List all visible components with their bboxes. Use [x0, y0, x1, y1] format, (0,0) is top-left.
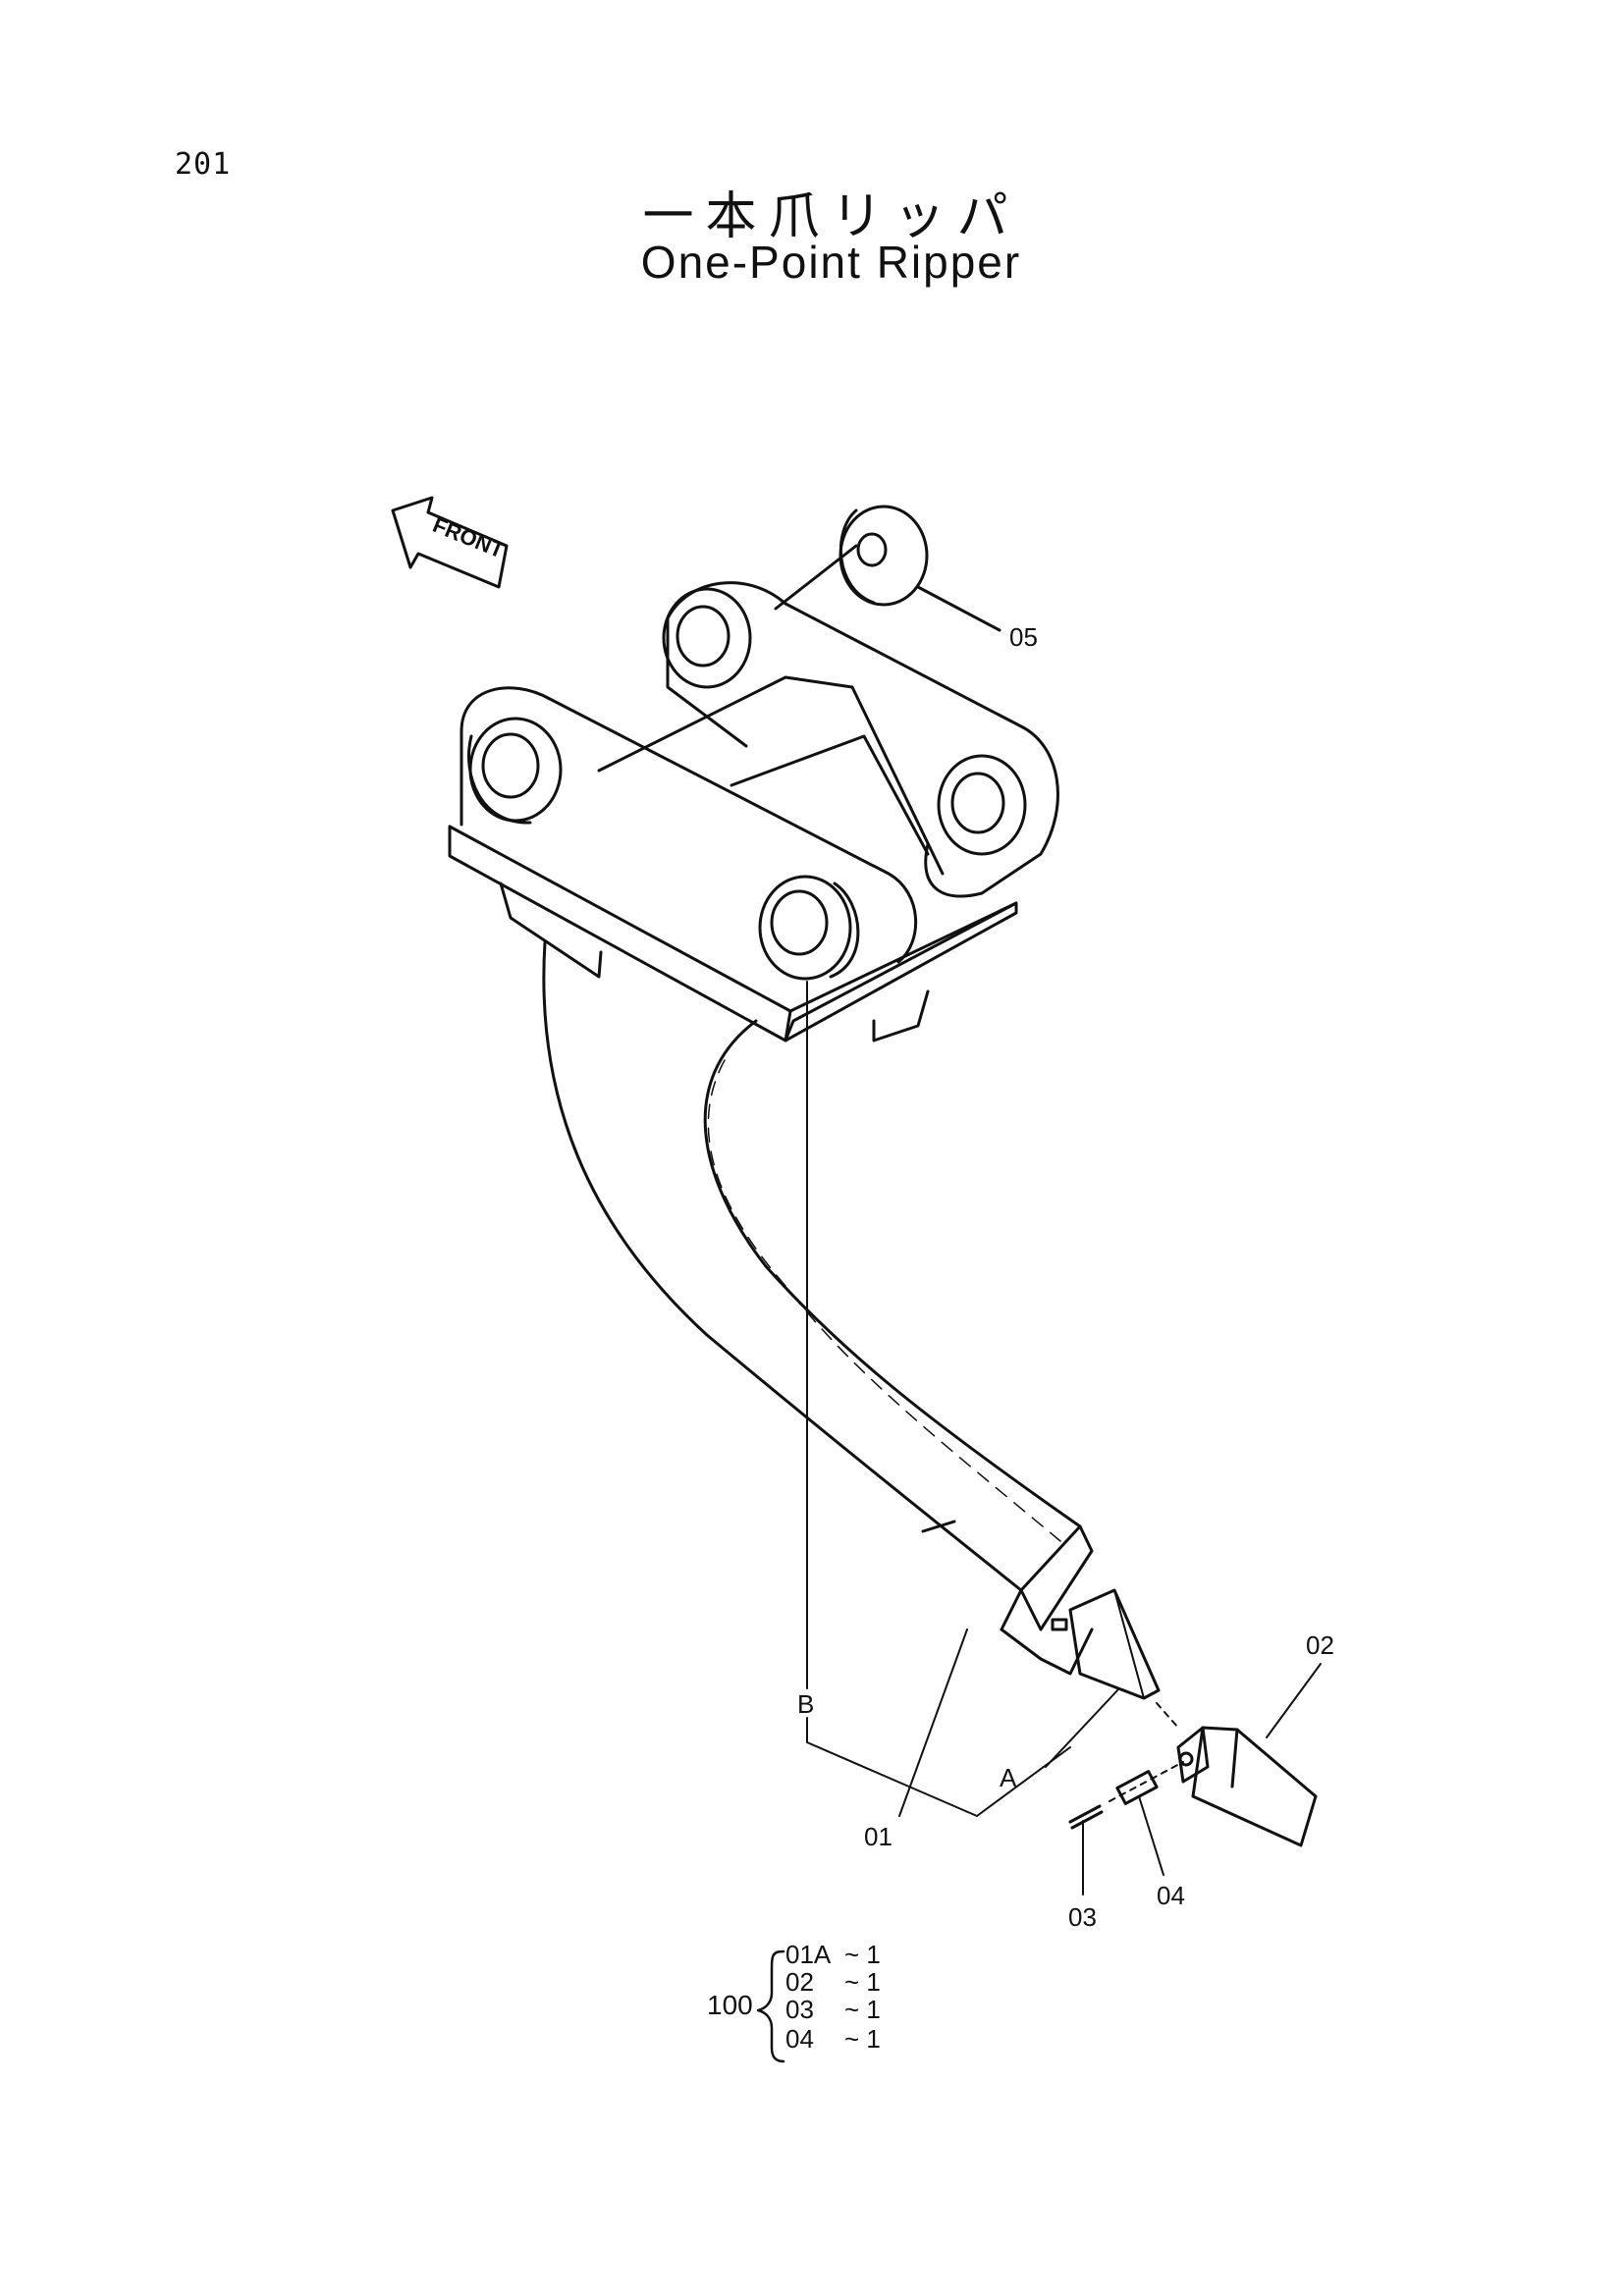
front-arrow-icon: FRONT: [391, 496, 509, 589]
callout-03: 03: [1068, 1902, 1097, 1932]
pin-03: [1068, 1804, 1104, 1830]
ripper-shank: [542, 940, 1161, 1700]
front-arrow-label: FRONT: [429, 512, 508, 563]
assembly-item-part: 01A: [785, 1940, 832, 1969]
callout-02: 02: [1306, 1630, 1334, 1660]
callout-b: B: [797, 1689, 814, 1719]
assembly-item-part: 03: [785, 1995, 814, 2024]
mounting-bracket: [448, 581, 1059, 1042]
page-title-japanese: 一本爪リッパ: [642, 187, 1020, 246]
assembly-item-part: 02: [785, 1967, 814, 1997]
leader-lines: [806, 981, 1322, 1896]
callout-01: 01: [864, 1822, 893, 1851]
washer-05: [774, 505, 1001, 632]
assembly-item-qty: ~ 1: [844, 2024, 881, 2054]
assembly-item-part: 04: [785, 2024, 814, 2054]
assembly-breakdown: 100 01A ~ 1 02 ~ 1 03 ~ 1 04 ~ 1: [707, 1940, 881, 2063]
callout-04: 04: [1157, 1881, 1185, 1910]
page-number: 201: [175, 147, 232, 182]
callout-a: A: [1000, 1763, 1017, 1792]
assembly-item-qty: ~ 1: [844, 1967, 881, 1997]
assembly-number: 100: [707, 1990, 753, 2020]
page-title-english: One-Point Ripper: [640, 237, 1022, 288]
tooth-point-02: [1176, 1726, 1318, 1847]
callout-05: 05: [1009, 622, 1038, 652]
assembly-item-qty: ~ 1: [844, 1940, 881, 1969]
assembly-item-qty: ~ 1: [844, 1995, 881, 2024]
pin-04: [1115, 1770, 1159, 1805]
